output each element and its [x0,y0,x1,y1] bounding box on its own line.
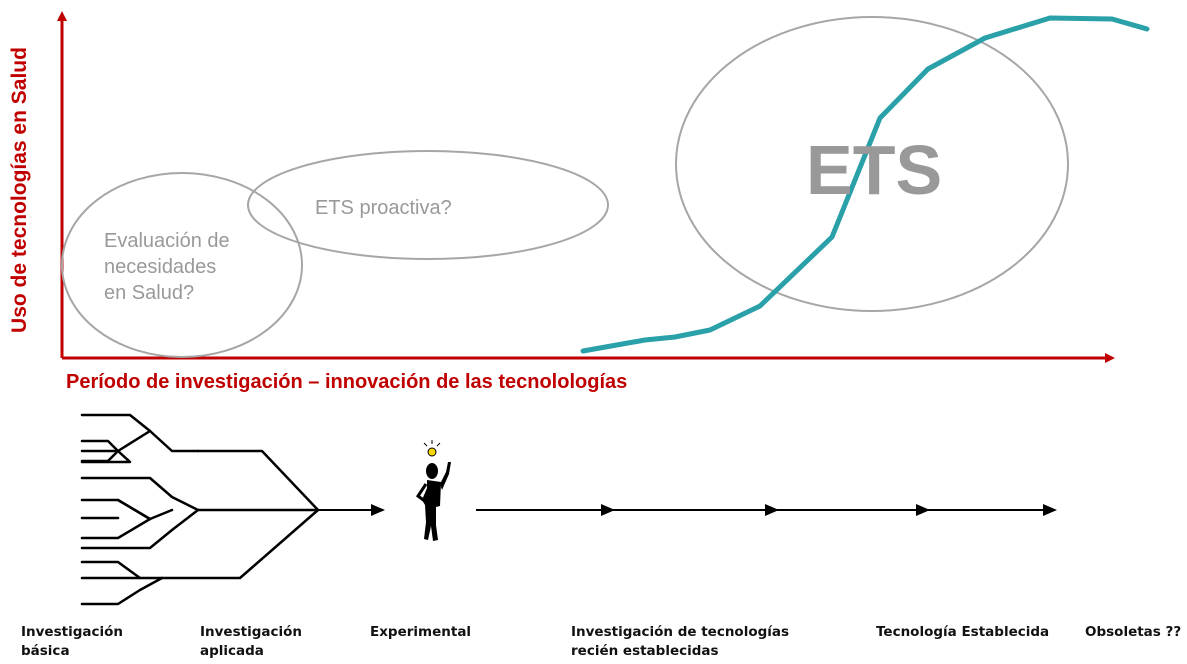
stage-basic-research: Investigación básica [21,623,123,661]
stage-new-tech-line-1: Investigación de tecnologías [571,624,790,640]
stage-experimental-line-1: Experimental [370,624,472,640]
stage-obsolete-line-1: Obsoletas ?? [1085,624,1182,640]
stage-applied-research-line-2: aplicada [200,643,264,659]
needs-assessment-text: Evaluación de necesidades en Salud? [104,228,230,306]
needs-assessment-line-1: Evaluación de [104,230,230,252]
ets-ellipse [675,16,1069,312]
stage-basic-research-line-1: Investigación [21,624,123,640]
adoption-curve [580,15,1150,354]
ets-big-text: ETS [806,131,943,209]
thinking-person-icon [415,440,451,541]
proactive-ets-text: ETS proactiva? [315,197,452,219]
needs-assessment-ellipse [61,172,303,358]
needs-assessment-line-2: necesidades [104,256,217,278]
proactive-ets-ellipse [247,150,609,260]
research-tree [80,413,320,606]
stage-basic-research-line-2: básica [21,643,70,659]
needs-assessment-line-3: en Salud? [104,282,195,304]
x-axis-label: Período de investigación – innovación de… [66,371,628,393]
stage-established-tech: Tecnología Establecida [876,623,1049,642]
stage-established-line-1: Tecnología Establecida [876,624,1050,640]
stage-obsolete: Obsoletas ?? [1085,623,1181,642]
stage-applied-research: Investigación aplicada [200,623,302,661]
stage-new-tech-line-2: recién establecidas [571,643,719,659]
stage-new-tech-research: Investigación de tecnologías recién esta… [571,623,789,661]
y-axis-label: Uso de tecnologías en Salud [8,47,31,333]
stage-experimental: Experimental [370,623,471,642]
stage-applied-research-line-1: Investigación [200,624,302,640]
